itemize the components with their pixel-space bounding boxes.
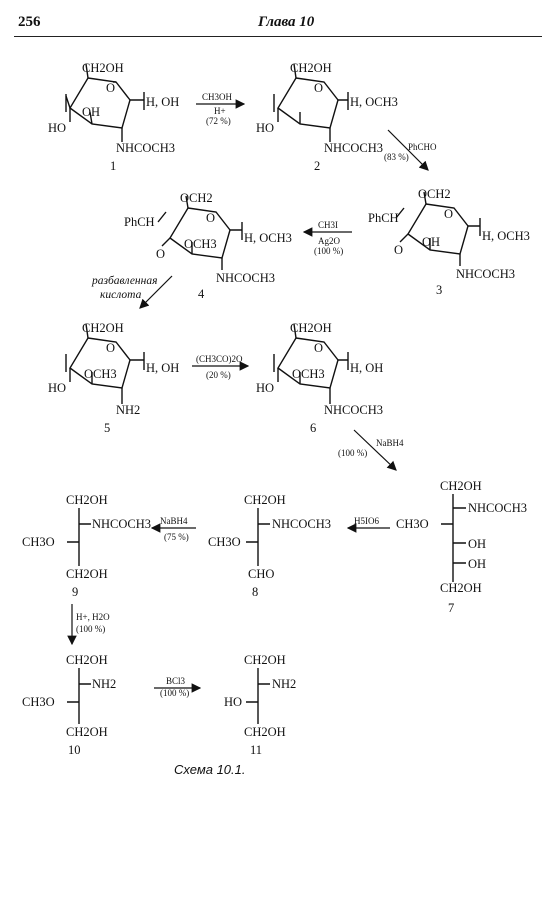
c1-ho: HO — [48, 121, 66, 135]
c11-r2: NH2 — [272, 677, 296, 691]
c5-och3: OCH3 — [84, 367, 117, 381]
c1-oh2: OH — [82, 105, 100, 119]
r12-yield: (72 %) — [206, 116, 231, 126]
c4-o: O — [156, 247, 165, 261]
c2-ring-o: O — [314, 81, 323, 95]
c8-r2: NHCOCH3 — [272, 517, 331, 531]
c4-och2: OCH2 — [180, 191, 213, 205]
r56-top: (CH3CO)2O — [196, 354, 243, 364]
c9-r2: NHCOCH3 — [92, 517, 151, 531]
c6-ring-o: O — [314, 341, 323, 355]
r89-yield: (75 %) — [164, 532, 189, 542]
c3-phch: PhCH — [368, 211, 399, 225]
r910-top: H+, H2O — [76, 612, 110, 622]
c1-nhac: NHCOCH3 — [116, 141, 175, 155]
compound-number-7: 7 — [448, 601, 454, 615]
r12-mid: H+ — [214, 106, 226, 116]
c3-nhac: NHCOCH3 — [456, 267, 515, 281]
c5-ho: HO — [48, 381, 66, 395]
c2-ch2oh: CH2OH — [290, 61, 332, 75]
c10-r2: NH2 — [92, 677, 116, 691]
c7-r4: OH — [468, 537, 486, 551]
c3-o: O — [394, 243, 403, 257]
chapter-header: Глава 10 — [258, 14, 315, 30]
r45-line1: разбавленная — [91, 275, 157, 287]
r67-top: NaBH4 — [376, 438, 404, 448]
compound-number-1: 1 — [110, 159, 116, 173]
c5-nh2: NH2 — [116, 403, 140, 417]
compound-number-11: 11 — [250, 743, 262, 757]
c8-r4: CHO — [248, 567, 274, 581]
r78-top: H5IO6 — [354, 516, 379, 526]
c6-ch2oh: CH2OH — [290, 321, 332, 335]
c4-och3: OCH3 — [184, 237, 217, 251]
page-number: 256 — [18, 14, 41, 30]
r1011-top: BCl3 — [166, 676, 186, 686]
c3-oh: OH — [422, 235, 440, 249]
r12-top: CH3OH — [202, 92, 233, 102]
compound-number-8: 8 — [252, 585, 258, 599]
r23-top: PhCHO — [408, 142, 437, 152]
c4-anomeric: H, OCH3 — [244, 231, 292, 245]
c1-ch2oh: CH2OH — [82, 61, 124, 75]
c7-r1: CH2OH — [440, 479, 482, 493]
r1011-yield: (100 %) — [160, 688, 189, 698]
c2-nhac: NHCOCH3 — [324, 141, 383, 155]
r34-top: CH3I — [318, 220, 338, 230]
r23-yield: (83 %) — [384, 152, 409, 162]
c1-anomeric: H, OH — [146, 95, 179, 109]
c6-ho: HO — [256, 381, 274, 395]
c8-r3: CH3O — [208, 535, 241, 549]
compound-number-5: 5 — [104, 421, 110, 435]
r45-line2: кислота — [100, 289, 142, 301]
header-rule — [14, 36, 542, 37]
c5-ring-o: O — [106, 341, 115, 355]
compound-number-10: 10 — [68, 743, 81, 757]
r34-mid: Ag2O — [318, 236, 340, 246]
c7-r2: NHCOCH3 — [468, 501, 527, 515]
c7-r5: OH — [468, 557, 486, 571]
c3-ring-o: O — [444, 207, 453, 221]
c10-r4: CH2OH — [66, 725, 108, 739]
c10-r3: CH3O — [22, 695, 55, 709]
c7-r6: CH2OH — [440, 581, 482, 595]
c6-anomeric: H, OH — [350, 361, 383, 375]
c7-r3: CH3O — [396, 517, 429, 531]
c6-nhac: NHCOCH3 — [324, 403, 383, 417]
c2-ho: HO — [256, 121, 274, 135]
compound-number-6: 6 — [310, 421, 316, 435]
compound-number-4: 4 — [198, 287, 205, 301]
c5-ch2oh: CH2OH — [82, 321, 124, 335]
c6-och3: OCH3 — [292, 367, 325, 381]
c8-r1: CH2OH — [244, 493, 286, 507]
c4-nhac: NHCOCH3 — [216, 271, 275, 285]
r67-yield: (100 %) — [338, 448, 367, 458]
scheme-caption: Схема 10.1. — [174, 762, 246, 777]
r34-yield: (100 %) — [314, 246, 343, 256]
compound-number-3: 3 — [436, 283, 442, 297]
c9-r1: CH2OH — [66, 493, 108, 507]
c2-anomeric: H, OCH3 — [350, 95, 398, 109]
c9-r3: CH3O — [22, 535, 55, 549]
c3-och2: OCH2 — [418, 187, 451, 201]
c5-anomeric: H, OH — [146, 361, 179, 375]
r89-top: NaBH4 — [160, 516, 188, 526]
c11-r3: HO — [224, 695, 242, 709]
c4-ring-o: O — [206, 211, 215, 225]
r56-yield: (20 %) — [206, 370, 231, 380]
c11-r4: CH2OH — [244, 725, 286, 739]
c10-r1: CH2OH — [66, 653, 108, 667]
c11-r1: CH2OH — [244, 653, 286, 667]
c4-phch: PhCH — [124, 215, 155, 229]
r910-yield: (100 %) — [76, 624, 105, 634]
c1-ring-o: O — [106, 81, 115, 95]
c9-r4: CH2OH — [66, 567, 108, 581]
compound-number-2: 2 — [314, 159, 320, 173]
compound-number-9: 9 — [72, 585, 78, 599]
c3-anomeric: H, OCH3 — [482, 229, 530, 243]
